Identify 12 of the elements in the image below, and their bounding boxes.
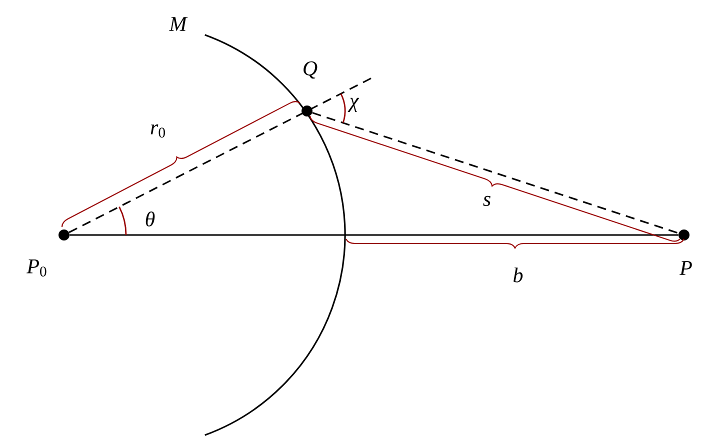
point: P$_{0}$ (26, 230, 70, 276)
point: P (678, 230, 692, 275)
variable-label: b (514, 268, 523, 282)
node-label: P (679, 261, 692, 275)
variable-label: θ (146, 212, 155, 226)
variable-label: r$_{0}$ (150, 124, 165, 138)
variable-label: s (483, 196, 490, 206)
node-label: P$_{0}$ (26, 259, 46, 276)
variable-label: M (169, 17, 188, 31)
node-label: Q (304, 61, 318, 79)
variable-label: χ (348, 98, 360, 112)
line (70, 234, 678, 236)
